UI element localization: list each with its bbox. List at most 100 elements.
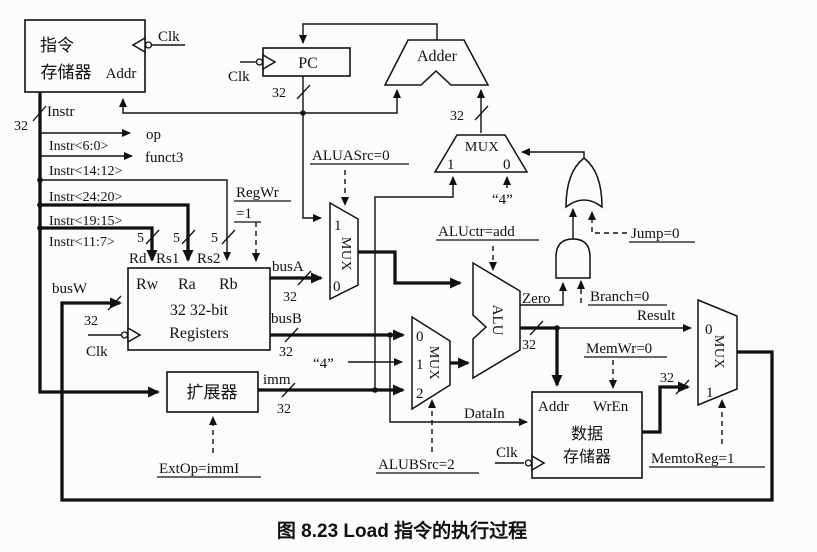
regfile-title1: 32 32-bit	[170, 302, 229, 319]
width-slash	[297, 270, 312, 286]
ctrl-jump-label: Jump=0	[631, 226, 679, 242]
wire-rd	[40, 226, 158, 262]
datamem-wren-port: WrEn	[593, 399, 629, 415]
junction-dot	[372, 387, 378, 393]
wire-instr-bus	[38, 92, 160, 398]
ctrl-memwr-label: MemWr=0	[586, 341, 652, 357]
junction-dot	[387, 332, 393, 338]
width-slash	[474, 105, 489, 121]
wire-or-to-branchmux	[521, 148, 585, 158]
branch-mux-in1: 1	[447, 157, 455, 173]
junction-dot	[37, 177, 43, 183]
wire-rs1	[40, 203, 194, 262]
ctrl-branch-label: Branch=0	[590, 289, 649, 305]
ctrl-regwr-val-label: =1	[236, 206, 252, 222]
field-funct3-label: Instr<14:12>	[49, 164, 122, 179]
rs1-port-label: Rs1	[156, 251, 179, 267]
width-slash	[221, 229, 236, 245]
aluasrc-mux-in1: 1	[334, 218, 342, 234]
or-gate	[565, 157, 603, 209]
busw-label: busW	[52, 281, 88, 297]
adder-label: Adder	[417, 48, 458, 65]
ctrl-memtoreg-label: MemtoReg=1	[651, 451, 734, 467]
data-memory-box	[531, 391, 643, 479]
wire-pc-to-adder	[303, 89, 401, 114]
figure-caption: 图 8.23 Load 指令的执行过程	[277, 519, 527, 542]
ctrl-alubsrc-label: ALUBSrc=2	[378, 457, 455, 473]
width-32: 32	[660, 371, 674, 386]
datamem-title1: 数据	[571, 425, 603, 443]
width-32: 32	[522, 338, 536, 353]
regfile-ra-port: Ra	[178, 276, 196, 293]
alub-mux-in2: 2	[416, 386, 424, 402]
op-label: op	[146, 127, 161, 143]
wire-ctrl-jump	[588, 211, 627, 234]
wire-mem-out	[642, 381, 690, 434]
imm-label: imm	[263, 372, 291, 388]
instruction-memory-box	[24, 19, 146, 93]
const4-mid-label: “4”	[313, 356, 334, 372]
instr-label: Instr	[47, 104, 75, 120]
junction-dot	[37, 202, 43, 208]
clock-bubble-icon	[524, 459, 533, 467]
alu-label: ALU	[489, 305, 505, 336]
alub-mux-in1: 1	[416, 357, 424, 373]
alub-mux-label: MUX	[426, 346, 441, 380]
width-32: 32	[84, 314, 98, 329]
instruction-memory-title1: 指令	[40, 36, 74, 55]
memtoreg-mux-shape	[697, 298, 738, 407]
clock-bubble-icon	[255, 58, 264, 66]
width-slash	[145, 229, 160, 245]
zero-label: Zero	[522, 291, 550, 307]
ctrl-regwr-label: RegWr	[236, 185, 279, 201]
width-32: 32	[283, 290, 297, 305]
width-32: 32	[279, 345, 293, 360]
wire-adder-to-pc	[299, 23, 438, 44]
funct3-label: funct3	[145, 150, 183, 166]
aluasrc-mux-in0: 0	[333, 279, 341, 295]
width-slash	[32, 105, 47, 122]
instruction-memory-addr-port: Addr	[106, 66, 137, 82]
const4-top-label: “4”	[492, 192, 513, 208]
wire-busB-to-datain	[389, 335, 528, 426]
pc-box	[262, 47, 351, 77]
datamem-addr-port: Addr	[538, 399, 569, 415]
field-rs1-label: Instr<19:15>	[49, 214, 122, 229]
regfile-title2: Registers	[169, 325, 229, 342]
extender-box	[166, 371, 259, 413]
result-label: Result	[637, 308, 676, 324]
branch-mux-label: MUX	[465, 140, 499, 155]
adder-shape	[383, 39, 490, 86]
register-file-box	[127, 267, 271, 351]
datamem-title2: 存储器	[563, 448, 611, 466]
clock-bubble-icon	[120, 331, 129, 339]
branch-mux-in0: 0	[503, 157, 511, 173]
width-slash	[107, 295, 122, 311]
datamem-clk-label: Clk	[496, 445, 518, 461]
busa-label: busA	[272, 259, 304, 275]
wire-imm-to-branchmux	[374, 176, 457, 390]
alub-mux-shape	[411, 315, 451, 411]
field-rs2-label: Instr<24:20>	[49, 190, 122, 205]
branch-mux-shape	[433, 134, 529, 173]
wire-rs2	[40, 179, 231, 261]
rs2-port-label: Rs2	[197, 251, 220, 267]
regfile-rw-port: Rw	[136, 276, 159, 293]
ctrl-aluasrc-label: ALUASrc=0	[312, 148, 390, 164]
width-slash	[675, 379, 690, 395]
field-rd-label: Instr<11:7>	[49, 235, 115, 250]
and-gate	[555, 238, 591, 279]
width-slash	[181, 229, 196, 245]
width-32: 32	[450, 109, 464, 124]
wire-pc-out	[302, 76, 322, 222]
wire-busW-feedback	[60, 297, 774, 502]
clock-bubble-icon	[144, 41, 153, 49]
width-5: 5	[211, 231, 218, 246]
junction-dot	[554, 325, 560, 331]
field-op-label: Instr<6:0>	[49, 139, 108, 154]
instruction-memory-title2: 存储器	[41, 63, 92, 82]
pc-clk-label: Clk	[228, 69, 250, 85]
busb-label: busB	[271, 311, 302, 327]
